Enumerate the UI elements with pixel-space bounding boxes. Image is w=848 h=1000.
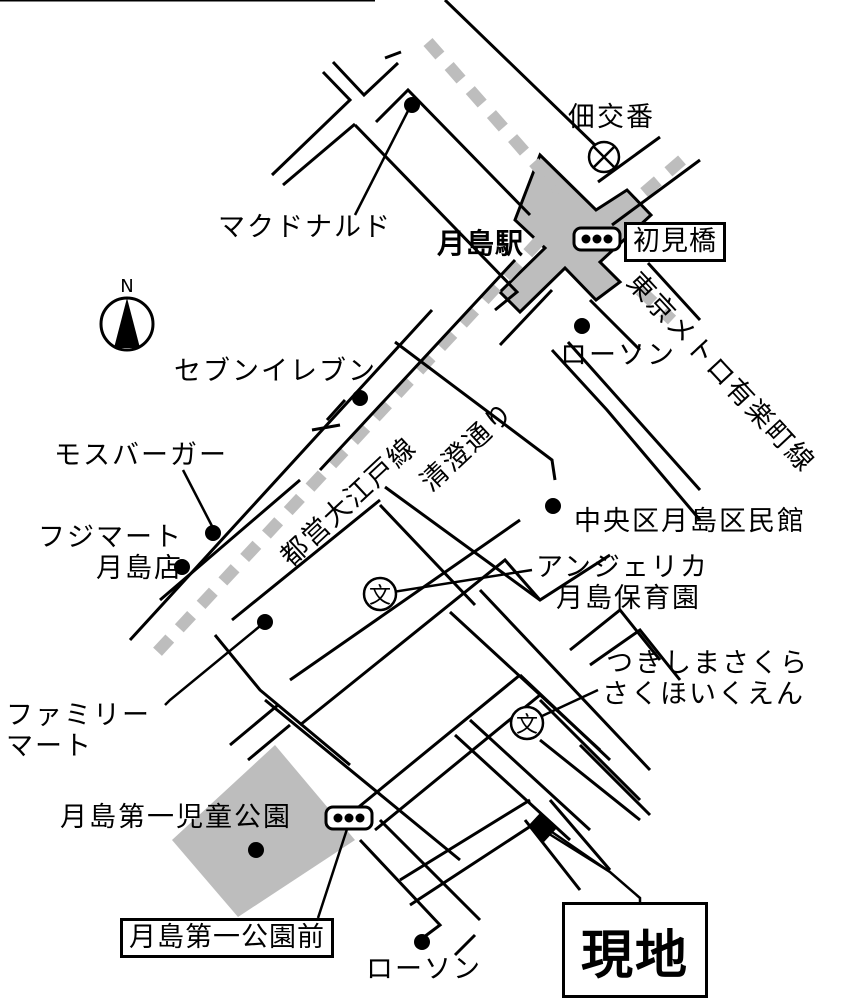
poi-label-mos-burger: モスバーガー — [54, 440, 228, 471]
oedo-line — [143, 38, 565, 667]
school-icon: 文 — [362, 576, 398, 612]
poi-label-family-mart-line1: ファミリー — [6, 700, 151, 731]
poi-label-fuji-mart: フジマート 月島店 — [38, 522, 183, 584]
svg-text:N: N — [120, 276, 133, 297]
poi-dot-mcdonalds — [404, 97, 420, 113]
poi-dot-community-hall — [545, 498, 561, 514]
poi-label-tsukishima-sakura: つきしまさくら さくほいくえん — [602, 648, 809, 710]
poi-dot-family-mart — [257, 614, 273, 630]
poi-dot-seven-eleven — [352, 390, 368, 406]
poi-label-family-mart-line2: マート — [6, 731, 93, 763]
poi-label-fuji-mart-line2: 月島店 — [96, 553, 183, 585]
poi-dot-park — [248, 842, 264, 858]
poi-dot-lawson-south — [414, 934, 430, 950]
north-compass-icon: N — [99, 276, 155, 352]
station-label: 月島駅 — [437, 227, 525, 260]
poi-dot-lawson-north — [574, 318, 590, 334]
poi-label-lawson-north: ローソン — [560, 340, 676, 371]
poi-label-tsukishima-sakura-line1: つきしまさくら — [606, 648, 809, 679]
poi-label-mcdonalds: マクドナルド — [218, 212, 392, 243]
bus-stop-icon — [572, 226, 622, 252]
poi-label-seven-eleven: セブンイレブン — [174, 356, 377, 387]
police-box-label: 佃交番 — [568, 102, 655, 133]
bus-stop-label-hatsumibashi: 初見橋 — [624, 222, 726, 262]
poi-label-fuji-mart-line1: フジマート — [38, 522, 183, 553]
bus-stop-label-park-front: 月島第一公園前 — [120, 918, 334, 958]
school-icon: 文 — [509, 705, 545, 741]
poi-label-park: 月島第一児童公園 — [60, 802, 292, 833]
poi-label-family-mart: ファミリー マート — [6, 700, 151, 762]
poi-label-tsukishima-sakura-line2: さくほいくえん — [602, 679, 805, 711]
svg-text:文: 文 — [369, 584, 391, 609]
poi-label-angelica-line2: 月島保育園 — [556, 583, 701, 615]
site-label: 現地 — [562, 902, 708, 998]
poi-dot-mos-burger — [205, 525, 221, 541]
site-marker-icon — [528, 812, 611, 874]
park-area — [172, 745, 355, 917]
police-box-icon — [587, 140, 621, 174]
poi-label-community-hall: 中央区月島区民館 — [574, 506, 806, 537]
poi-dot-fuji-mart — [174, 559, 190, 575]
yurakucho-line — [626, 155, 686, 325]
poi-label-angelica: アンジェリカ 月島保育園 — [536, 552, 709, 614]
poi-label-lawson-south: ローソン — [366, 954, 482, 985]
svg-text:文: 文 — [516, 713, 538, 738]
poi-label-angelica-line1: アンジェリカ — [536, 552, 709, 583]
bus-stop-icon — [324, 805, 374, 831]
